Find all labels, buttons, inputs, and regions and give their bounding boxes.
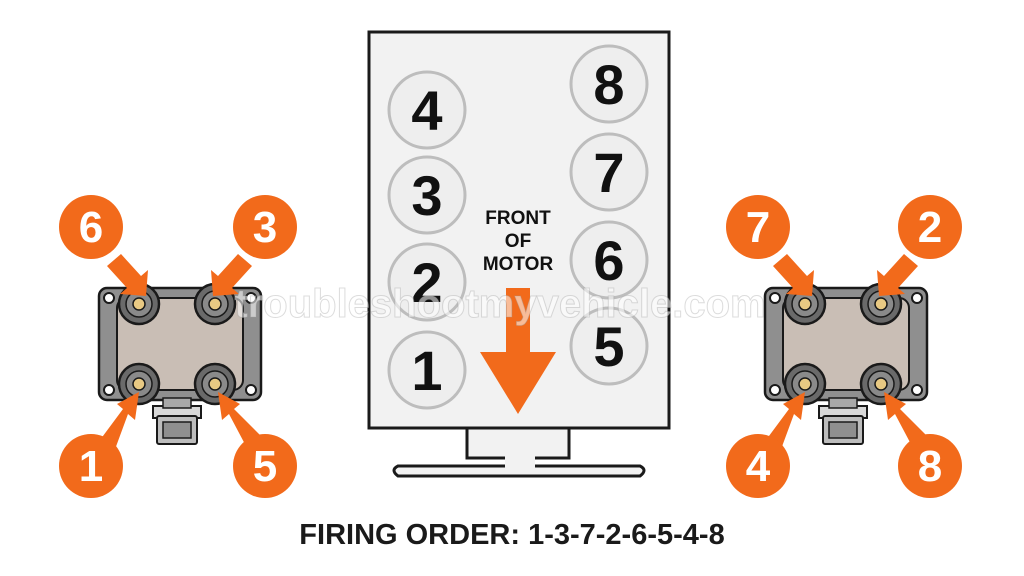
cylinder-number: 6: [593, 229, 624, 292]
tower-number: 3: [253, 203, 277, 252]
front-label-line: MOTOR: [483, 254, 554, 275]
pointer-arrow-icon: [211, 254, 252, 296]
tower-number: 7: [746, 203, 770, 252]
cylinder: 1: [387, 330, 467, 410]
cylinder-number: 5: [593, 315, 624, 378]
tower-number: 1: [79, 442, 103, 491]
cylinder-number: 7: [593, 141, 624, 204]
pointer-arrow-icon: [100, 392, 139, 452]
pointer-arrow-icon: [877, 254, 918, 296]
tower-badge: 4: [726, 434, 790, 498]
cylinder-number: 4: [411, 79, 442, 142]
tower-badge: 2: [898, 195, 962, 259]
tower-number: 2: [918, 203, 942, 252]
cylinder: 8: [569, 44, 649, 124]
right-coil-badges: 7 2 4 8: [726, 195, 962, 498]
cylinder-number: 2: [411, 251, 442, 314]
front-label-line: OF: [505, 231, 531, 252]
pointer-arrow-icon: [107, 254, 148, 296]
front-of-motor-label: FRONT OF MOTOR: [483, 208, 554, 275]
pointer-arrow-icon: [766, 392, 805, 452]
tower-badge: 1: [59, 434, 123, 498]
tower-badge: 3: [233, 195, 297, 259]
tower-badge: 8: [898, 434, 962, 498]
tower-number: 4: [746, 442, 771, 491]
pointer-arrows: [100, 254, 927, 452]
tower-number: 6: [79, 203, 103, 252]
cylinder: 2: [387, 242, 467, 322]
cylinder-number: 1: [411, 339, 442, 402]
cylinder-number: 3: [411, 164, 442, 227]
cylinder: 4: [387, 70, 467, 150]
cylinder: 7: [569, 132, 649, 212]
tower-badge: 7: [726, 195, 790, 259]
pointer-arrow-icon: [218, 392, 261, 448]
front-label-line: FRONT: [485, 208, 551, 229]
left-bank-cylinders: 4 3 2 1: [387, 70, 467, 410]
cylinder: 6: [569, 220, 649, 300]
arrow-down-icon: [480, 288, 556, 414]
tower-badge: 5: [233, 434, 297, 498]
tower-badge: 6: [59, 195, 123, 259]
cylinder: 5: [569, 306, 649, 386]
tower-number: 5: [253, 442, 277, 491]
pointer-arrow-icon: [773, 254, 814, 296]
tower-number: 8: [918, 442, 942, 491]
firing-order-caption: FIRING ORDER: 1-3-7-2-6-5-4-8: [299, 519, 724, 551]
watermark: troubleshootmyvehicle.com: [234, 282, 765, 326]
left-coil-badges: 6 3 1 5: [59, 195, 297, 498]
cylinder: 3: [387, 155, 467, 235]
cylinder-number: 8: [593, 53, 624, 116]
pointer-arrow-icon: [884, 392, 927, 448]
right-bank-cylinders: 8 7 6 5: [569, 44, 649, 386]
